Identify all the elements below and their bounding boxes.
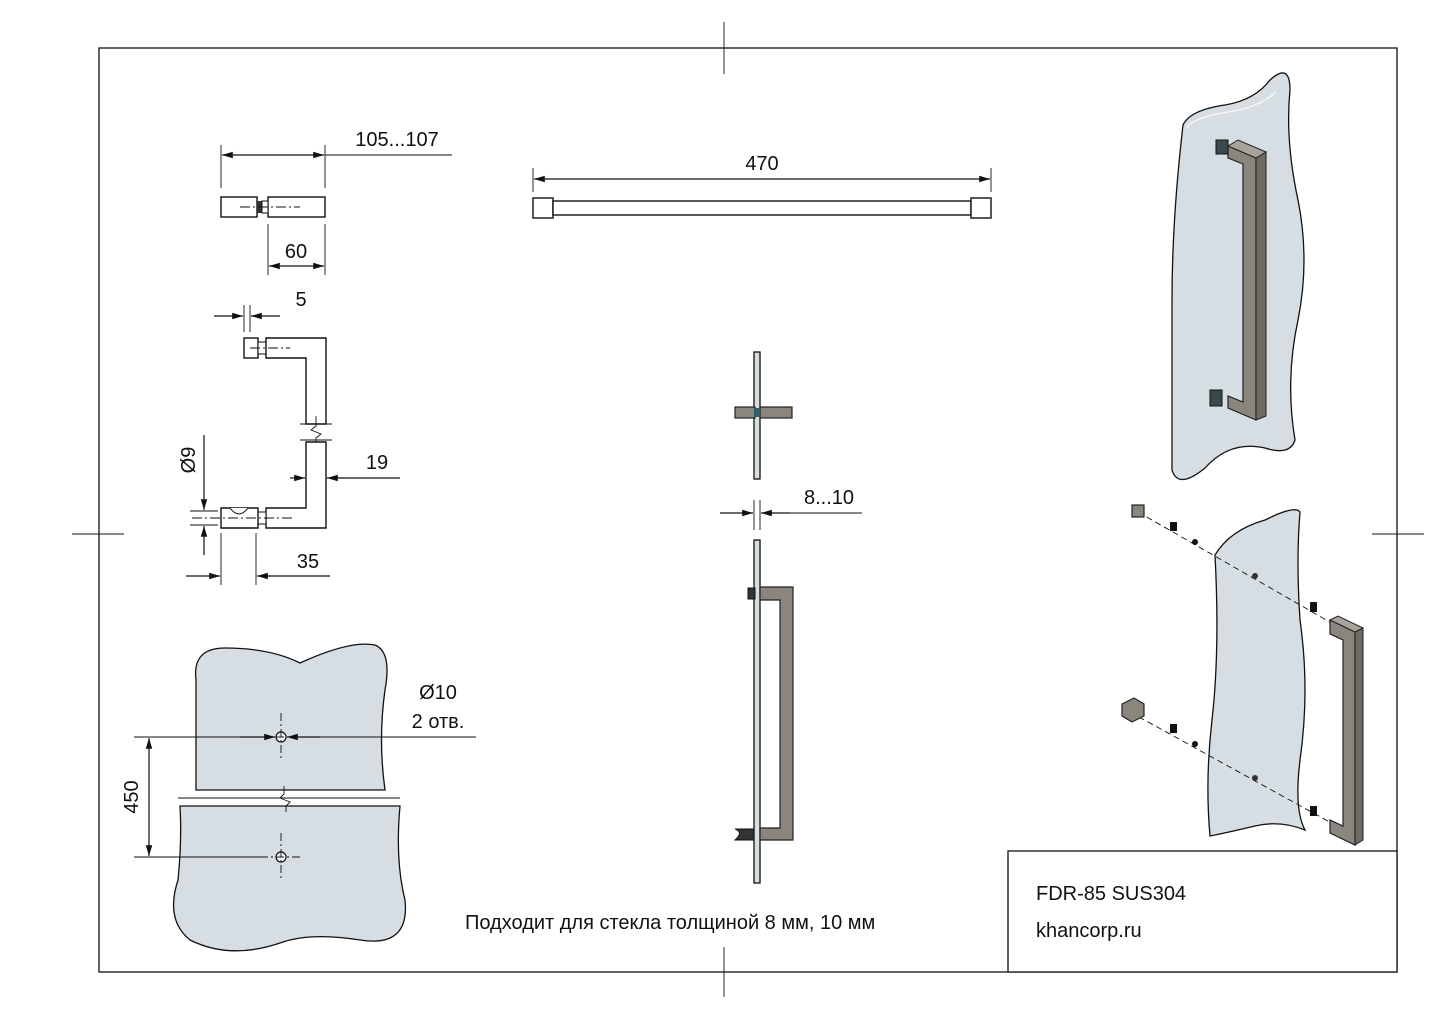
dim-bar-length: 470 xyxy=(745,153,778,175)
dim-hole-diameter: Ø10 xyxy=(419,682,457,704)
dim-glass-thickness: 8...10 xyxy=(804,487,854,509)
glass-compatibility-note: Подходит для стекла толщиной 8 мм, 10 мм xyxy=(465,912,875,934)
centering-marks xyxy=(72,22,1424,997)
front-view xyxy=(532,168,992,219)
company-website[interactable]: khancorp.ru xyxy=(1036,920,1142,942)
dim-post-diameter: Ø9 xyxy=(178,447,200,474)
sheet-border xyxy=(98,47,1398,973)
iso-exploded-view xyxy=(1121,504,1365,846)
dim-post-spacing: 60 xyxy=(285,241,307,263)
dim-base-width: 35 xyxy=(297,551,319,573)
title-block xyxy=(1007,850,1398,973)
model-name: FDR-85 SUS304 xyxy=(1036,883,1186,905)
side-view xyxy=(186,305,400,585)
dim-hole-distance: 450 xyxy=(121,780,143,813)
glass-section-view xyxy=(720,351,862,530)
mounted-side-view xyxy=(733,539,794,884)
top-view xyxy=(220,145,452,275)
dim-gap: 5 xyxy=(295,289,306,311)
dim-bar-section: 19 xyxy=(366,452,388,474)
glass-hole-layout xyxy=(134,643,476,952)
dim-hole-count: 2 отв. xyxy=(412,711,465,733)
dim-overall-width: 105...107 xyxy=(355,129,438,151)
iso-assembled-view xyxy=(1171,72,1305,481)
